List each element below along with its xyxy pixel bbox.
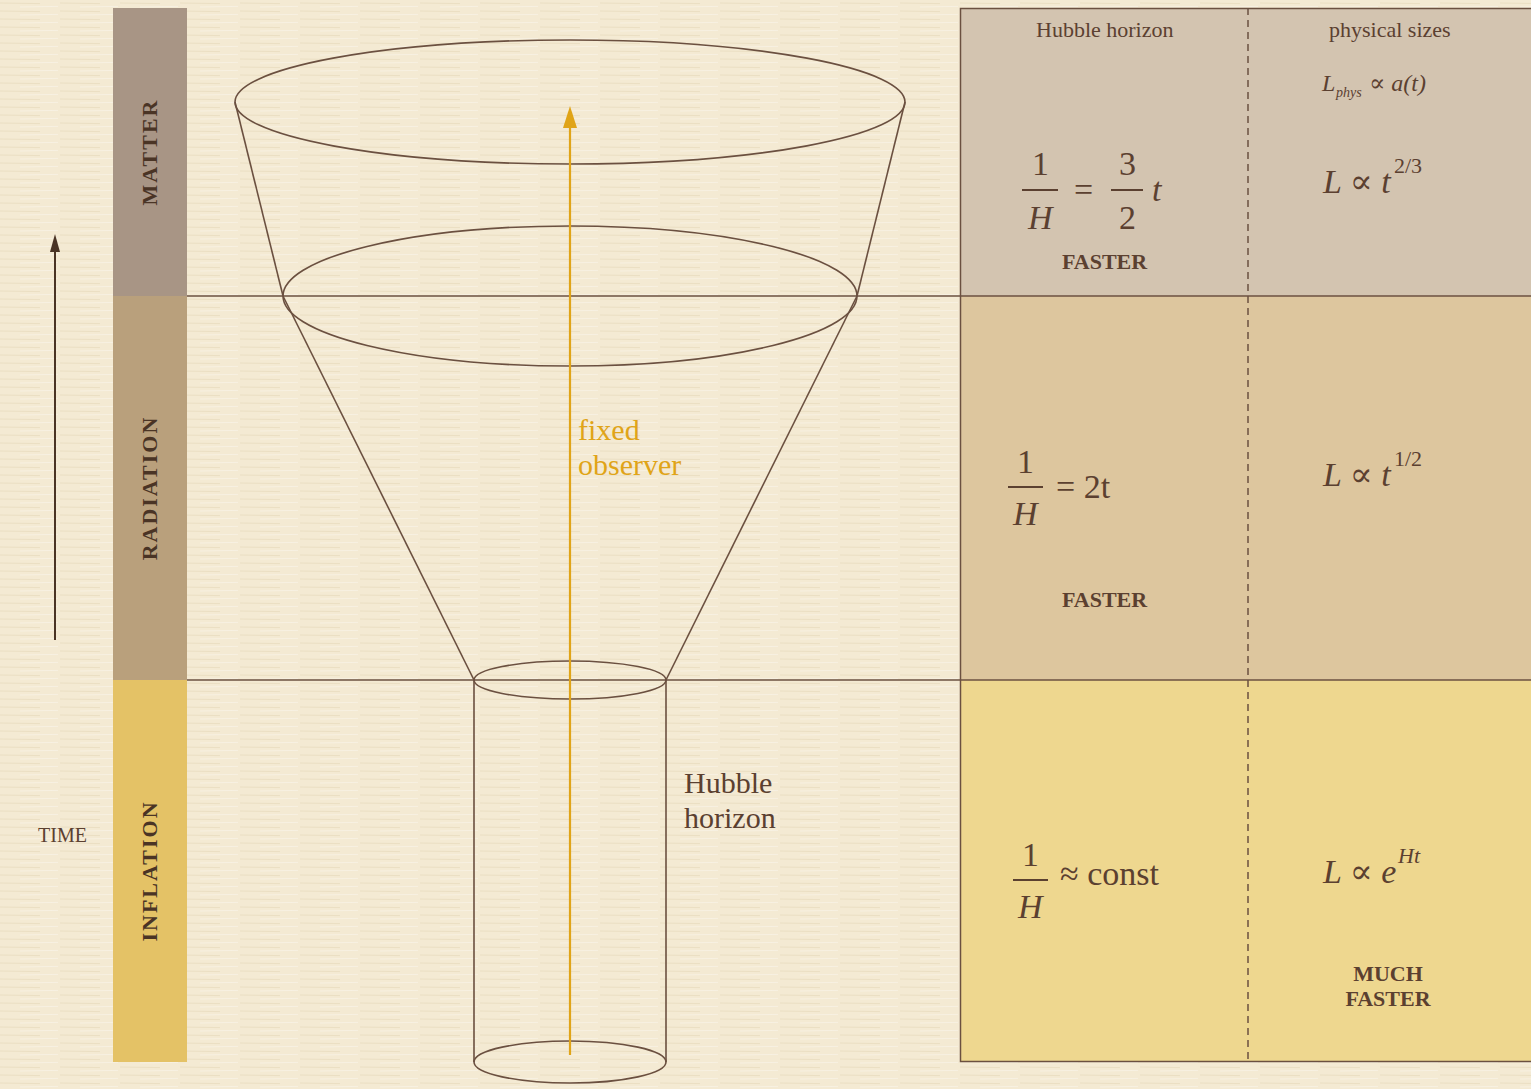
exponent: 1/2 <box>1394 446 1422 471</box>
scaling-law: L ∝ t <box>1323 162 1391 201</box>
speed-note: FASTER <box>1062 249 1147 274</box>
math-text: ∝ a(t) <box>1369 70 1426 98</box>
speed-note: MUCH FASTER <box>1323 961 1453 1012</box>
exponent: 2/3 <box>1394 153 1422 178</box>
era-band: MATTER <box>113 8 187 296</box>
denominator: H <box>1013 494 1038 533</box>
denominator: 2 <box>1119 198 1136 237</box>
numerator: 1 <box>1032 144 1049 183</box>
column-header: Hubble horizon <box>1036 17 1173 42</box>
observer-label: fixed observer <box>578 413 728 482</box>
denominator: H <box>1018 887 1043 926</box>
math-text: t <box>1152 170 1161 209</box>
numerator: 3 <box>1119 144 1136 183</box>
math-text: ≈ const <box>1060 854 1159 893</box>
era-label: MATTER <box>137 99 163 206</box>
era-label: RADIATION <box>137 416 163 561</box>
numerator: 1 <box>1017 442 1034 481</box>
numerator: 1 <box>1022 835 1039 874</box>
math-symbol: L <box>1322 70 1335 98</box>
horizon-label: Hubble horizon <box>684 766 834 835</box>
scaling-law: L ∝ t <box>1323 455 1391 494</box>
math-text: = 2t <box>1056 467 1110 506</box>
subscript: phys <box>1336 85 1362 101</box>
math-text: = <box>1074 170 1093 209</box>
exponent: Ht <box>1398 843 1420 868</box>
axis-label: TIME <box>38 824 87 847</box>
column-header: physical sizes <box>1329 17 1451 42</box>
era-band: RADIATION <box>113 296 187 680</box>
era-label: INFLATION <box>137 800 163 941</box>
denominator: H <box>1028 198 1053 237</box>
era-band: INFLATION <box>113 680 187 1062</box>
speed-note: FASTER <box>1062 587 1147 612</box>
scaling-law: L ∝ e <box>1323 852 1396 891</box>
